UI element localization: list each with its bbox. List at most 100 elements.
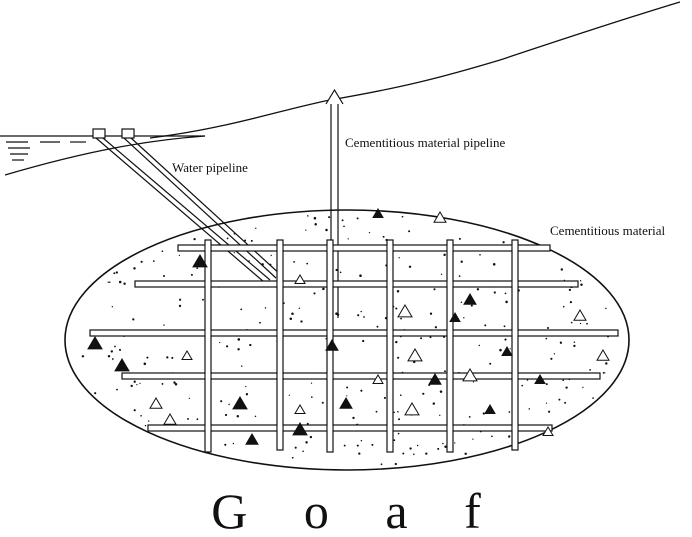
speckle xyxy=(174,382,178,386)
aggregate-triangle xyxy=(232,396,248,410)
speckle xyxy=(444,445,447,449)
aggregate-triangle xyxy=(449,312,461,322)
speckle xyxy=(335,268,338,272)
speckle xyxy=(306,262,309,265)
horizontal-roadway xyxy=(147,424,553,432)
speckle xyxy=(110,350,114,353)
speckle xyxy=(380,463,383,466)
speckle xyxy=(289,317,293,320)
speckle xyxy=(482,412,485,415)
speckle xyxy=(300,320,303,323)
speckle xyxy=(493,291,496,294)
speckle xyxy=(237,348,240,351)
roadway-crossing xyxy=(447,373,453,379)
speckle xyxy=(188,397,190,400)
speckle xyxy=(328,216,331,219)
speckle xyxy=(397,432,400,435)
speckle xyxy=(545,337,548,340)
aggregate-triangle xyxy=(501,346,513,356)
speckle xyxy=(118,280,122,284)
aggregate-triangle xyxy=(294,404,306,414)
speckle xyxy=(136,383,138,386)
speckle xyxy=(233,252,235,254)
speckle xyxy=(442,442,444,445)
speckle xyxy=(305,441,308,444)
speckle xyxy=(422,392,425,395)
speckle xyxy=(568,288,572,292)
speckle xyxy=(428,384,431,387)
speckle xyxy=(562,379,565,382)
speckle xyxy=(491,435,493,438)
vertical-roadway xyxy=(386,239,394,453)
speckle xyxy=(133,267,136,270)
speckle xyxy=(347,238,349,240)
speckle xyxy=(425,452,428,455)
aggregate-triangle xyxy=(372,208,384,218)
speckle xyxy=(397,356,400,359)
speckle xyxy=(321,401,324,404)
speckle xyxy=(178,254,181,257)
speckle xyxy=(244,239,247,242)
speckle xyxy=(559,341,563,344)
speckle xyxy=(123,282,126,285)
speckle xyxy=(236,415,240,418)
speckle xyxy=(476,288,480,291)
speckle xyxy=(439,390,443,393)
roadway-crossing xyxy=(327,330,333,336)
aggregate-triangle xyxy=(181,350,193,360)
horizontal-roadway xyxy=(121,372,601,380)
aggregate-triangle xyxy=(463,293,477,305)
aggregate-triangle xyxy=(596,349,610,361)
vertical-roadway xyxy=(276,239,284,451)
aggregate-triangle xyxy=(163,413,177,425)
speckle xyxy=(114,345,116,348)
speckle xyxy=(444,370,446,373)
speckle xyxy=(240,308,243,311)
vertical-roadway xyxy=(446,239,454,453)
speckle xyxy=(396,290,400,293)
speckle xyxy=(420,337,423,340)
speckle xyxy=(550,357,553,360)
speckle xyxy=(548,410,551,413)
speckle xyxy=(161,250,164,253)
speckle xyxy=(187,417,189,420)
aggregate-triangle xyxy=(534,374,546,384)
speckle xyxy=(293,260,296,263)
speckle xyxy=(162,274,166,278)
speckle xyxy=(564,401,567,404)
speckle xyxy=(558,398,561,401)
roadway-crossing xyxy=(205,425,211,431)
speckle xyxy=(464,452,467,456)
speckle xyxy=(190,273,193,276)
speckle xyxy=(144,424,147,427)
speckle xyxy=(579,280,582,282)
speckle xyxy=(440,273,443,275)
speckle xyxy=(322,287,325,291)
speckle xyxy=(143,362,147,366)
speckle xyxy=(413,453,415,456)
aggregate-triangle xyxy=(573,309,587,321)
vertical-roadway xyxy=(204,239,212,453)
speckle xyxy=(298,307,301,310)
speckle xyxy=(202,298,204,301)
speckle xyxy=(357,314,360,317)
speckle xyxy=(270,254,272,257)
speckle xyxy=(250,239,253,242)
speckle xyxy=(360,310,362,313)
speckle xyxy=(586,322,588,325)
roadway-crossing xyxy=(512,281,518,287)
speckle xyxy=(146,356,149,359)
speckle xyxy=(382,235,385,238)
speckle xyxy=(343,225,345,228)
speckle xyxy=(313,216,317,220)
roadway-crossing xyxy=(512,330,518,336)
speckle xyxy=(356,217,359,220)
speckle xyxy=(113,272,116,275)
roadway-grid xyxy=(89,239,619,453)
speckle xyxy=(171,356,174,359)
speckle xyxy=(233,232,236,235)
aggregate-triangle xyxy=(407,348,423,362)
speckle xyxy=(508,435,511,438)
speckle xyxy=(432,402,436,405)
